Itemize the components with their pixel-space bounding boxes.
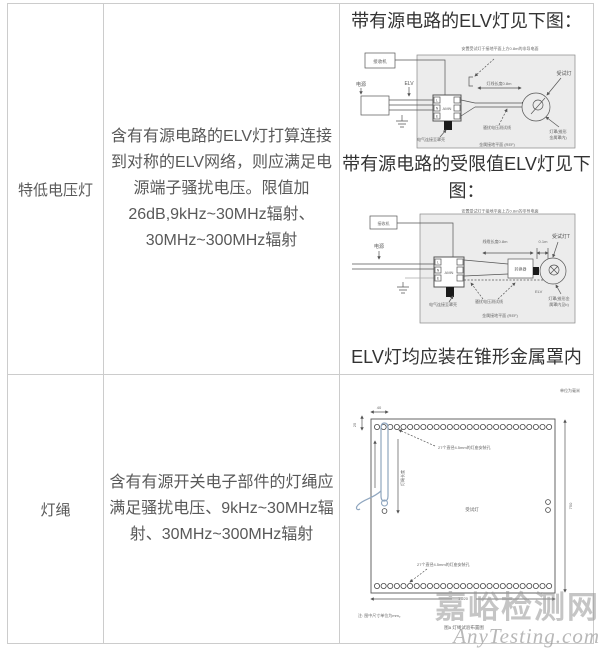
cable-plug [380, 499, 388, 507]
dut-label: 受试灯 [465, 506, 479, 513]
bond-label: 电气连接至罩壳 [429, 301, 457, 307]
limited-elv-lamp-test-setup-diagram: 安置受试灯于接地平面上方0.8m的非导电面 接收机 电源 [352, 207, 576, 323]
figure-caption-bottom: ELV灯均应装在锥形金属罩内 [351, 346, 582, 367]
ground-symbol [396, 114, 408, 127]
lamp-label: 受试灯T [552, 233, 570, 240]
elv-label: ELV [404, 81, 414, 87]
row-figures-elv: 带有源电路的ELV灯见下图： 安置受试灯于接地平面上方0.8m的非导电面 接收机 [339, 3, 594, 375]
dim-left-label: 25 [352, 422, 357, 427]
right-hole-2 [544, 507, 551, 513]
diagram3-graphics: 单位为毫米 灯绳长度 [352, 387, 580, 631]
receiver-label: 接收机 [378, 220, 390, 226]
row-description-rope: 含有有源开关电子部件的灯绳应满足骚扰电压、9kHz~30MHz辐射、30MHz~… [103, 374, 340, 644]
cable-dim-label: 线缆长度0.8m [483, 238, 509, 244]
shade-label-2: 金属罩内) [549, 134, 567, 140]
ref-plane-label: 金属接地平面 (REF) [479, 141, 515, 147]
receiver-box [369, 215, 398, 229]
elv-label: ELV [535, 289, 543, 294]
bond-label: 电气连接至罩壳 [417, 136, 445, 142]
dim-top-label: 40 [376, 405, 381, 410]
test-line-label: 骚扰电压测试线 [475, 298, 503, 304]
converter-label: 转换器 [515, 265, 527, 271]
rope-length-label: 灯绳长度 [399, 470, 405, 486]
diagram2-graphics: 安置受试灯于接地平面上方0.8m的非导电面 接收机 电源 [352, 207, 576, 323]
right-hole-1 [544, 499, 551, 505]
row-figures-rope: 单位为毫米 灯绳长度 [339, 374, 594, 644]
figure-caption-mid: 带有源电路的受限值ELV灯见下图： [342, 153, 591, 201]
diagram2-top-note: 安置受试灯于接地平面上方0.8m的非导电面 [462, 207, 539, 213]
terminal-n: N [436, 106, 439, 110]
cable-tail [355, 490, 381, 511]
lisn-box [360, 95, 390, 115]
row-label-rope: 灯绳 [7, 374, 104, 644]
row-label-elv: 特低电压灯 [7, 3, 104, 375]
unit-note: 单位为毫米 [560, 387, 580, 393]
bond-stub [444, 120, 452, 130]
diagram3-note: 注: 图中尺寸单位为mm。 [358, 612, 403, 618]
table-row-elv-lamp: 特低电压灯 含有有源电路的ELV灯打算连接到对称的ELV网络，则应满足电源端子骚… [7, 3, 594, 375]
source-label: 电源 [374, 243, 384, 250]
lamp-holder-holes-top [373, 424, 552, 431]
row-description-elv: 含有有源电路的ELV灯打算连接到对称的ELV网络，则应满足电源端子骚扰电压。限值… [103, 3, 340, 375]
diagram1-top-note: 安置受试灯于接地平面上方0.8m的非导电面 [462, 45, 539, 51]
shade-label-2: 属罩内见b) [549, 301, 569, 307]
terminal-l: L [437, 260, 439, 264]
bracket [468, 76, 473, 86]
hole-note-top: 27个直径4.5mm的灯座安装孔 [438, 444, 491, 450]
bond-stub [446, 286, 454, 297]
dim-right-label: 750 [568, 502, 573, 509]
test-line-label: 骚扰电压测试线 [483, 124, 511, 130]
diagram3-caption: 图a 灯绳试验布置图 [444, 624, 484, 631]
hole-note-bottom: 27个直径4.5mm的灯座安装孔 [417, 561, 470, 567]
requirements-table: 特低电压灯 含有有源电路的ELV灯打算连接到对称的ELV网络，则应满足电源端子骚… [7, 3, 594, 644]
lamp-label: 受试灯 [556, 70, 571, 77]
dim-bottom-label: 1 220 [457, 596, 468, 601]
elv-lamp-test-setup-diagram: 安置受试灯于接地平面上方0.8m的非导电面 接收机 电源 ELV [356, 45, 576, 148]
lamp-holder-circle [521, 92, 551, 121]
mounting-board [370, 418, 555, 594]
gap-dim-label: 0.1m [539, 239, 549, 244]
source-label: 电源 [356, 81, 366, 88]
ref-plane-label: 金属接地平面 (REF) [482, 312, 518, 318]
light-rope-test-board-diagram: 单位为毫米 灯绳长度 [352, 387, 580, 631]
ground-symbol [397, 281, 409, 293]
cable-dim-label: 灯线长度0.8m [487, 80, 513, 86]
amn-label: AMN [445, 270, 454, 275]
table-row-light-rope: 灯绳 含有有源开关电子部件的灯绳应满足骚扰电压、9kHz~30MHz辐射、30M… [7, 374, 594, 644]
terminal-e: E [437, 276, 440, 280]
terminal-e: E [436, 114, 439, 118]
figure-caption-top: 带有源电路的ELV灯见下图： [351, 10, 582, 31]
receiver-label: 接收机 [373, 58, 387, 65]
shade-label-1: 灯罩(锥形金 [548, 295, 569, 301]
terminal-l: L [436, 98, 438, 102]
amn-label: AMN [443, 106, 452, 111]
diagram1-graphics: 安置受试灯于接地平面上方0.8m的非导电面 接收机 电源 ELV [356, 45, 576, 148]
terminal-n: N [437, 268, 440, 272]
receiver-box [364, 52, 396, 68]
lamp-holder-holes-bottom [373, 582, 552, 589]
shade-label-1: 灯罩(锥形 [549, 128, 566, 134]
